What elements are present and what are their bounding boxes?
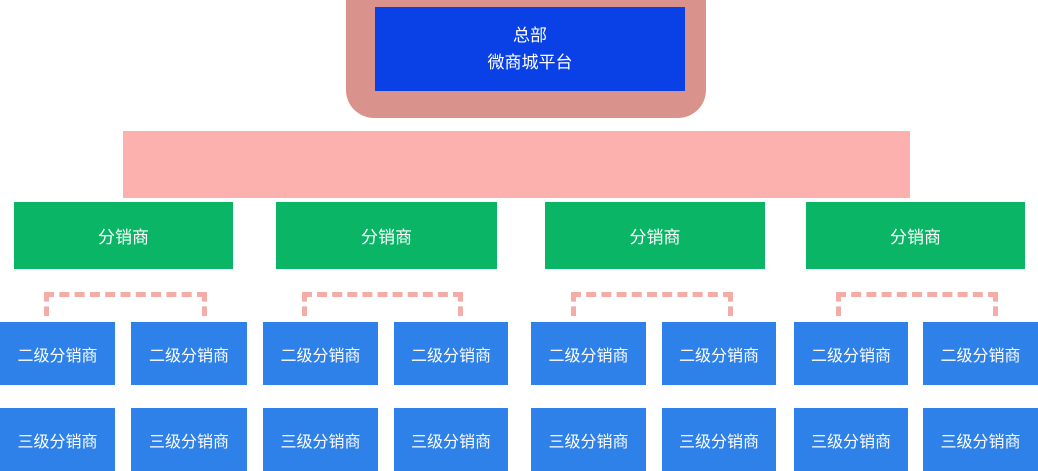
root-title-line2: 微商城平台 <box>487 53 573 72</box>
connector-bar <box>123 131 910 198</box>
level2-node-8: 二级分销商 <box>923 322 1038 385</box>
level3-node-4: 三级分销商 <box>394 408 508 471</box>
level3-node-2: 三级分销商 <box>131 408 247 471</box>
level3-node-6: 三级分销商 <box>662 408 776 471</box>
level2-node-6: 二级分销商 <box>662 322 776 385</box>
level2-node-1: 二级分销商 <box>0 322 115 385</box>
level2-node-2: 二级分销商 <box>131 322 247 385</box>
level3-node-5: 三级分销商 <box>531 408 646 471</box>
dashed-bracket-connector-1 <box>44 292 207 316</box>
root-title-line1: 总部 <box>513 26 547 45</box>
level2-node-4: 二级分销商 <box>394 322 508 385</box>
dashed-bracket-connector-3 <box>571 292 733 316</box>
level3-node-1: 三级分销商 <box>0 408 115 471</box>
level1-node-distributor-4: 分销商 <box>806 202 1025 269</box>
level3-node-8: 三级分销商 <box>923 408 1038 471</box>
level1-node-distributor-2: 分销商 <box>276 202 497 269</box>
dashed-bracket-connector-4 <box>836 292 998 316</box>
level1-node-distributor-1: 分销商 <box>14 202 233 269</box>
root-node-hq: 总部 微商城平台 <box>375 7 685 91</box>
level3-node-3: 三级分销商 <box>263 408 378 471</box>
level2-node-3: 二级分销商 <box>263 322 378 385</box>
level1-node-distributor-3: 分销商 <box>545 202 765 269</box>
level2-node-5: 二级分销商 <box>531 322 646 385</box>
level2-node-7: 二级分销商 <box>794 322 908 385</box>
level3-node-7: 三级分销商 <box>794 408 908 471</box>
dashed-bracket-connector-2 <box>302 292 463 316</box>
